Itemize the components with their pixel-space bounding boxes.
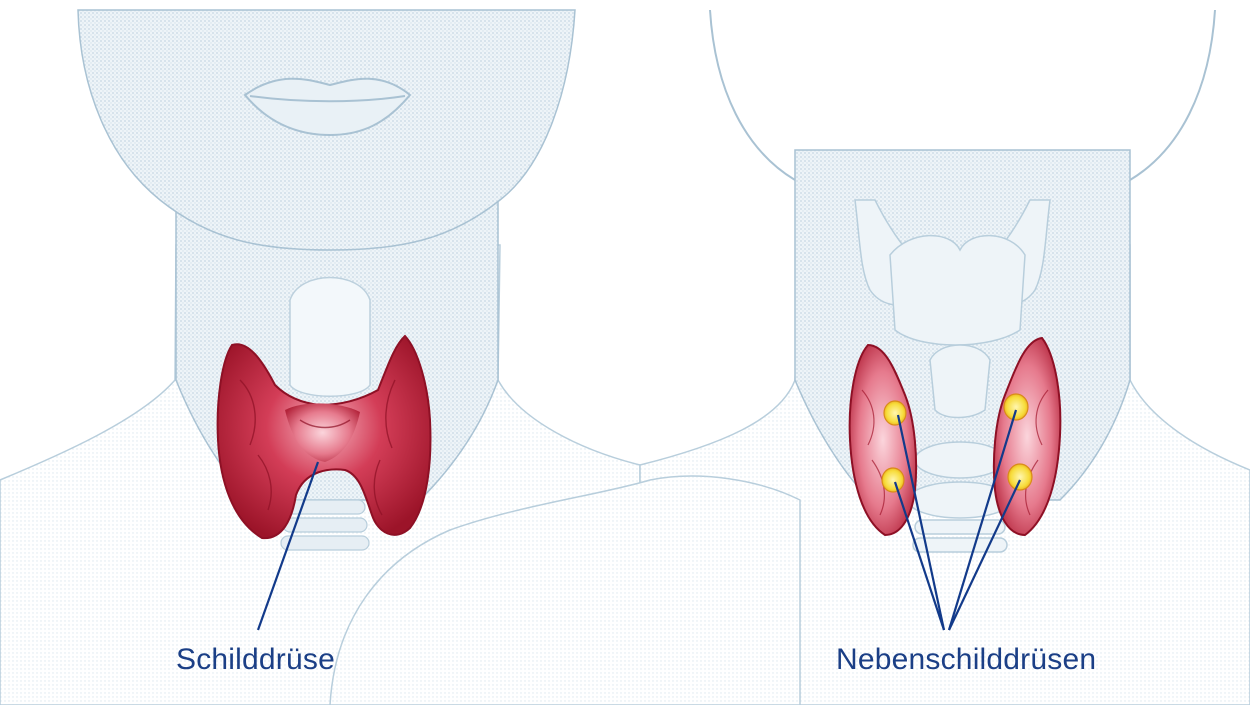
parathyroid-lower-right [1008,464,1032,490]
parathyroid-label: Nebenschilddrüsen [836,643,1096,677]
parathyroid-upper-right [1004,394,1028,420]
parathyroid-lower-left [882,468,904,492]
parathyroid-upper-left [884,401,906,425]
thyroid-label: Schilddrüse [176,643,335,677]
left-larynx [290,278,370,397]
